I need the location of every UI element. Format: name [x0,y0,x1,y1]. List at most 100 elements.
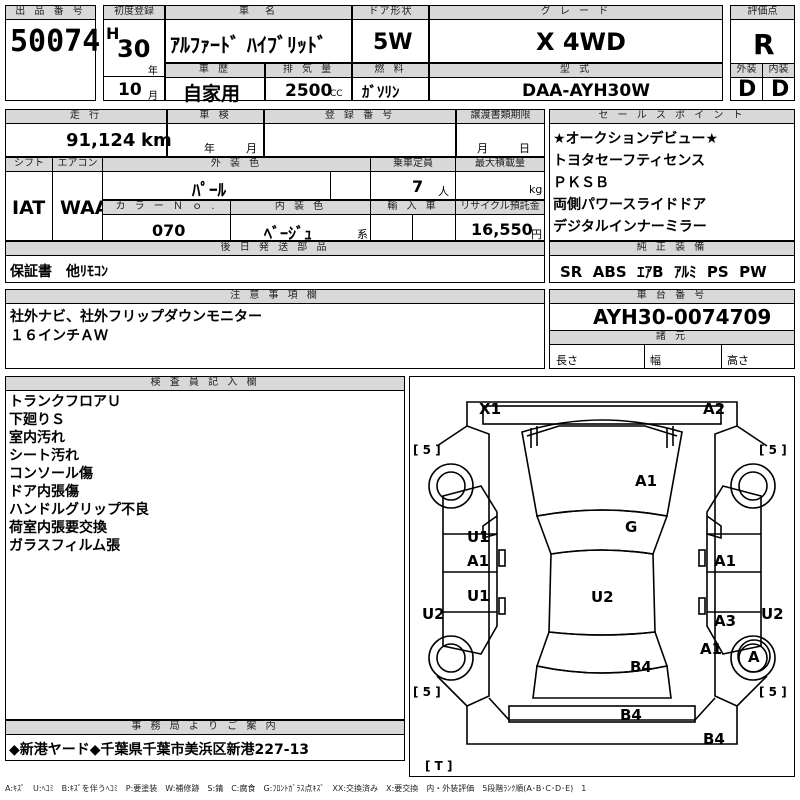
yen-unit: 円 [531,228,542,241]
inspector-note: コンソール傷 [9,466,93,482]
km-unit: km [141,130,172,151]
equipment-header: 純 正 装 備 [549,241,795,256]
displacement: 2500 [285,81,333,101]
inspector-notes-list: トランクフロアＵ 下廻りＳ 室内汚れ シート汚れ コンソール傷 ドア内張傷 ハン… [9,393,149,555]
tire-t-label: [ T ] [425,759,453,773]
mark-u2-roof: U2 [591,588,614,606]
year-unit: 年 [148,66,158,77]
cc-unit: CC [330,89,343,99]
int-left-divider [230,215,231,241]
chassis-number: AYH30-0074709 [593,305,772,329]
interior-header: 内装 [762,63,795,78]
mark-x1: X1 [479,400,501,418]
mark-a1-front-l: A1 [467,552,489,570]
inspector-note: ドア内張傷 [9,484,79,500]
dim-length: 長さ [556,354,578,367]
mark-a3: A3 [714,612,736,630]
mark-u2-right: U2 [761,605,784,623]
month-unit: 月 [148,91,158,102]
int-color-header: 内 装 色 [230,200,371,215]
inspector-note: ハンドルグリップ不良 [9,502,149,518]
model-code: DAA-AYH30W [522,81,650,101]
sales-header: セ ー ル ス ポ イ ン ト [549,109,795,124]
inspector-note: ガラスフィルム張 [9,538,121,554]
inspection-header: 車 検 [167,109,264,124]
mark-a1-right: A1 [714,552,736,570]
dims-divider-1 [644,345,645,369]
history-header: 車 歴 [165,63,265,78]
ext-color-header: 外 装 色 [102,157,371,172]
mark-b4-corner: B4 [703,730,725,748]
inspector-note: 室内汚れ [9,430,65,446]
reg-year: 30 [117,35,151,63]
sales-point: 両側パワースライドドア [553,197,707,213]
interior-grade: D [771,77,790,102]
tire-rl-label: [ 5 ] [413,685,441,699]
ext-right-divider [330,172,331,200]
car-damage-diagram: [ 5 ] [ 5 ] [ 5 ] [ 5 ] [ T ] X1 A2 A1 G… [413,400,787,773]
accessories: 保証書 他ﾘﾓｺﾝ [10,264,108,280]
shift-divider [52,172,53,241]
transfer-month-unit: 月 [477,142,488,155]
ac-header: エアコン [52,157,103,172]
shift: IAT [12,197,46,219]
import-divider [412,215,413,241]
model-code-header: 型 式 [429,63,723,78]
reg-no-header: 登 録 番 号 [264,109,456,124]
mark-b4-bumper: B4 [620,706,642,724]
max-load-header: 最大積載量 [455,157,545,172]
office-header: 事 務 局 よ り ご 案 内 [5,720,405,735]
recycle-header: リサイクル預託金 [455,200,545,215]
fuel-header: 燃 料 [352,63,429,78]
dim-height: 高さ [727,354,749,367]
legend: A:ｷｽﾞ U:ﾍｺﾐ B:ｷｽﾞを伴うﾍｺﾐ P:要塗装 W:補修跡 S:錆 … [5,784,587,793]
mark-u1-rear-l: U1 [467,587,490,605]
tire-rr-label: [ 5 ] [759,685,787,699]
dims-header: 諸 元 [549,330,795,345]
note-line: 社外ナビ、社外フリップダウンモニター [10,309,262,325]
mark-a1-rear-r: A1 [700,640,722,658]
grade-header: グ レ ー ド [429,5,723,20]
color-no: 070 [152,221,186,240]
load-unit: kg [529,183,543,196]
accessories-header: 後 日 発 送 部 品 [5,241,545,256]
diagram-box [409,376,795,777]
lot-number: 50074 [10,24,101,59]
door-type: 5W [373,30,413,55]
spec-mid-divider [102,199,545,200]
ac: WAA [60,197,110,219]
int-color: ﾍﾞｰｼﾞｭ [264,224,313,243]
capacity-unit: 人 [438,185,449,198]
car-name: ｱﾙﾌｧｰﾄﾞ ﾊｲﾌﾞﾘｯﾄﾞ [170,33,327,57]
notes-list: 社外ナビ、社外フリップダウンモニター １６インチＡＷ [10,308,262,346]
inspector-header: 検 査 員 記 入 欄 [5,376,405,391]
equipment: SR ABS ｴｱB ｱﾙﾐ PS PW [560,263,767,281]
tire-fr-label: [ 5 ] [759,443,787,457]
sales-point: トヨタセーフティセンス [553,153,706,169]
lot-header: 出 品 番 号 [5,5,96,20]
mark-a2: A2 [703,400,725,418]
transfer-header: 譲渡書類期限 [456,109,545,124]
fuel: ｶﾞｿﾘﾝ [362,83,400,101]
displacement-header: 排 気 量 [265,63,352,78]
insp-month-unit: 月 [246,142,257,155]
sales-points-list: ★オークションデビュー★ トヨタセーフティセンス ＰＫＳＢ 両側パワースライドド… [553,128,791,238]
office-info: ◆新港ヤード◆千葉県千葉市美浜区新港227-13 [9,742,310,758]
color-no-header: カ ラ ー Ｎ ｏ . [102,200,231,215]
inspector-note: 荷室内張要交換 [9,520,107,536]
door-header: ドア形状 [352,5,429,20]
exterior-header: 外装 [730,63,763,78]
dim-width: 幅 [650,354,661,367]
sales-point: ＰＫＳＢ [553,175,609,191]
grade: X 4WD [536,28,626,56]
reg-month: 10 [118,80,142,100]
inspector-note: トランクフロアＵ [9,394,121,410]
score: R [753,28,775,61]
mark-u2-left: U2 [422,605,445,623]
sales-point: ★オークションデビュー★ [553,131,719,147]
mark-a1-hood: A1 [635,472,657,490]
ext-color: ﾊﾟｰﾙ [192,181,226,201]
dims-divider-2 [721,345,722,369]
capacity: 7 [412,177,424,196]
mark-g: G [625,518,637,536]
